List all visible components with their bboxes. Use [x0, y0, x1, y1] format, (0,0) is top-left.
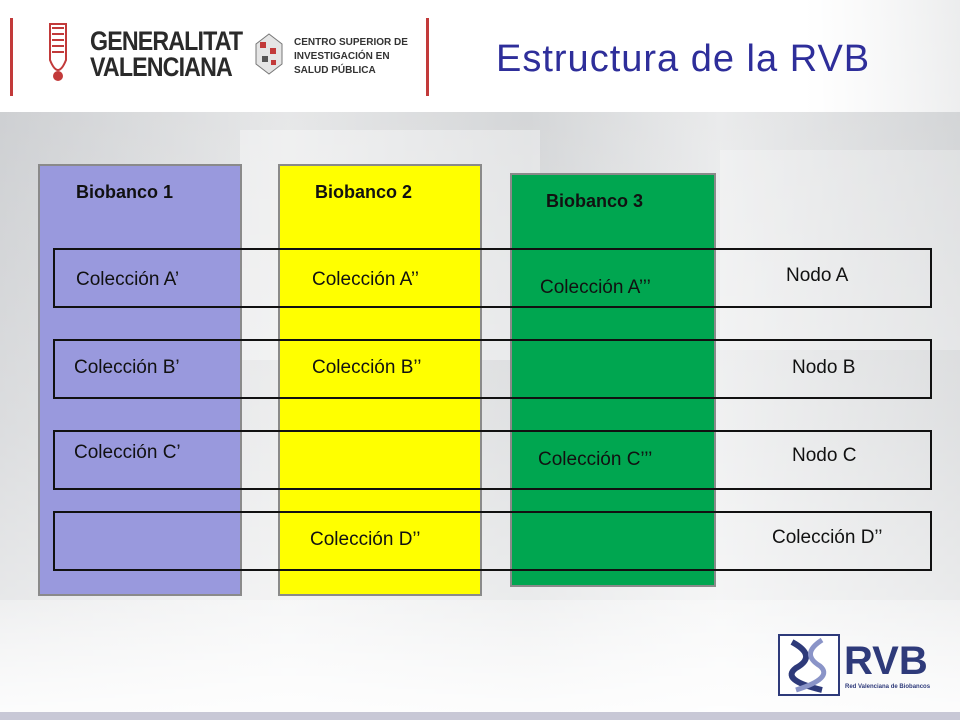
biobanco-2-column [278, 164, 482, 596]
logo-line: VALENCIANA [90, 52, 233, 82]
collection-cell: Colección C’’’ [538, 449, 653, 470]
logo-line: CENTRO SUPERIOR DE [294, 37, 408, 48]
node-label: Colección D’’ [772, 527, 883, 548]
slide-title: Estructura de la RVB [496, 38, 871, 80]
collection-cell: Colección B’’ [312, 357, 422, 378]
node-label: Nodo B [792, 357, 856, 378]
generalitat-crest-icon [49, 23, 67, 81]
row-frame-nodo-a [53, 248, 932, 308]
csisp-logo-text: CENTRO SUPERIOR DE INVESTIGACIÓN EN SALU… [294, 36, 408, 78]
logo-line: GENERALITAT [90, 26, 243, 56]
header-logo-area: GENERALITAT VALENCIANA CENTRO SUPERIOR D… [0, 0, 440, 112]
logo-line: SALUD PÚBLICA [294, 65, 376, 76]
collection-cell: Colección B’ [74, 357, 180, 378]
collection-cell: Colección A’’’ [540, 277, 651, 298]
row-frame-nodo-c [53, 430, 932, 490]
generalitat-logo-text: GENERALITAT VALENCIANA [90, 26, 243, 82]
header-title-area [440, 0, 960, 112]
row-frame-coleccion-d [53, 511, 932, 571]
biobanco-1-column [38, 164, 242, 596]
logo-line: INVESTIGACIÓN EN [294, 51, 390, 62]
biobanco-3-column [510, 173, 716, 587]
background-photo-element [720, 150, 960, 350]
collection-cell: Colección A’ [76, 269, 180, 290]
csisp-logo-icon [255, 33, 283, 75]
rvb-logo-text: RVB [844, 639, 928, 683]
node-label: Nodo C [792, 445, 857, 466]
column-title: Biobanco 3 [546, 191, 644, 211]
row-frame-nodo-b [53, 339, 932, 399]
rvb-logo-subtext: Red Valenciana de Biobancos [845, 684, 931, 690]
collection-cell: Colección D’’ [310, 529, 421, 550]
column-title: Biobanco 2 [315, 182, 413, 202]
rvb-logo: RVB Red Valenciana de Biobancos [778, 634, 931, 696]
divider-line [10, 18, 13, 96]
node-label: Nodo A [786, 265, 849, 286]
collection-cell: Colección A’’ [312, 269, 420, 290]
collection-cell: Colección C’ [74, 442, 181, 463]
dna-helix-icon [788, 639, 823, 693]
column-title: Biobanco 1 [76, 182, 174, 202]
divider-line [426, 18, 429, 96]
bottom-strip [0, 712, 960, 720]
